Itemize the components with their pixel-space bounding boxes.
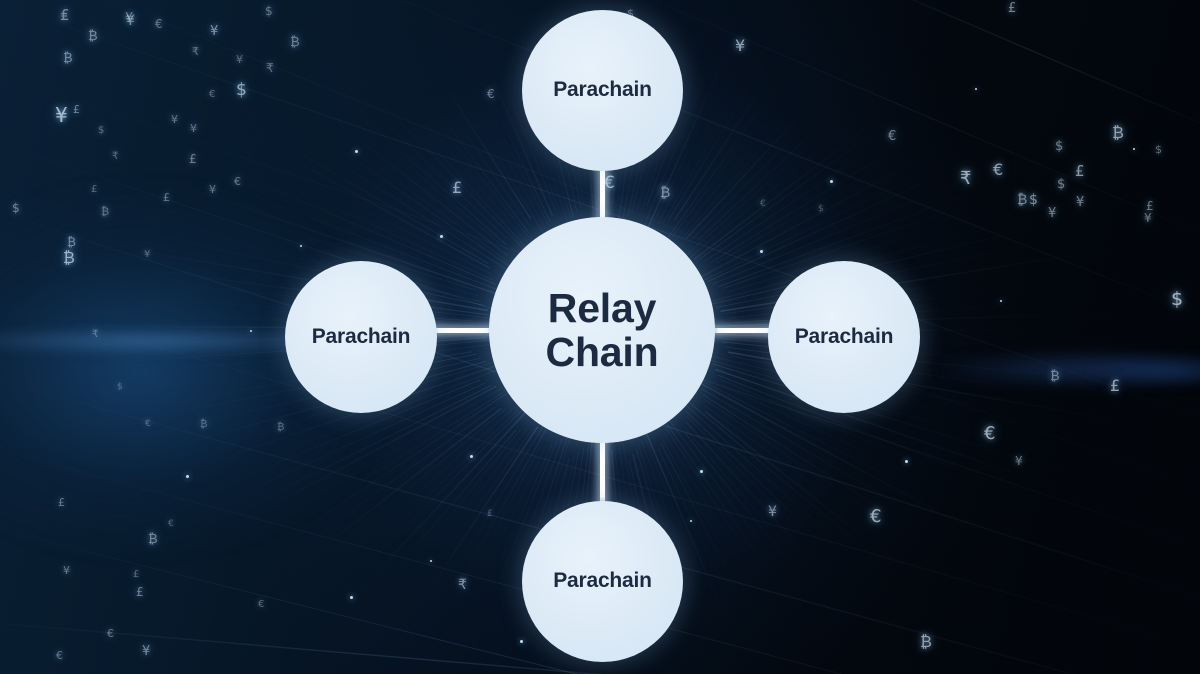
particle-dot (300, 245, 302, 247)
particle-dot (830, 180, 833, 183)
connector-bottom (600, 420, 605, 518)
particle-dot (690, 520, 692, 522)
relay-chain-label-line2: Chain (545, 329, 659, 375)
node-relay-chain[interactable]: Relay Chain (489, 217, 715, 443)
node-parachain-top[interactable]: Parachain (522, 10, 683, 171)
node-parachain-bottom[interactable]: Parachain (522, 501, 683, 662)
right-light-streak-secondary (1090, 358, 1200, 384)
particle-dot (520, 640, 523, 643)
particle-dot (905, 460, 908, 463)
particle-dot (250, 330, 252, 332)
relay-chain-label-line1: Relay (547, 284, 657, 331)
particle-dot (700, 470, 703, 473)
particle-dot (440, 235, 443, 238)
particle-dot (1000, 300, 1002, 302)
node-parachain-top-label: Parachain (553, 78, 652, 102)
particle-dot (430, 560, 432, 562)
particle-dot (186, 475, 189, 478)
particle-dot (350, 596, 353, 599)
node-parachain-bottom-label: Parachain (553, 569, 652, 593)
node-parachain-right-label: Parachain (794, 324, 894, 348)
particle-dot (1133, 148, 1135, 150)
node-relay-chain-label: Relay Chain (546, 286, 659, 375)
particle-dot (470, 455, 473, 458)
particle-dot (355, 150, 358, 153)
connector-top (600, 150, 605, 240)
connector-left (420, 328, 506, 333)
node-parachain-left[interactable]: Parachain (285, 261, 437, 413)
node-parachain-right[interactable]: Parachain (768, 261, 920, 413)
particle-dot (760, 250, 763, 253)
connector-right (700, 328, 786, 333)
node-parachain-left-label: Parachain (311, 324, 411, 348)
particle-dot (975, 88, 977, 90)
